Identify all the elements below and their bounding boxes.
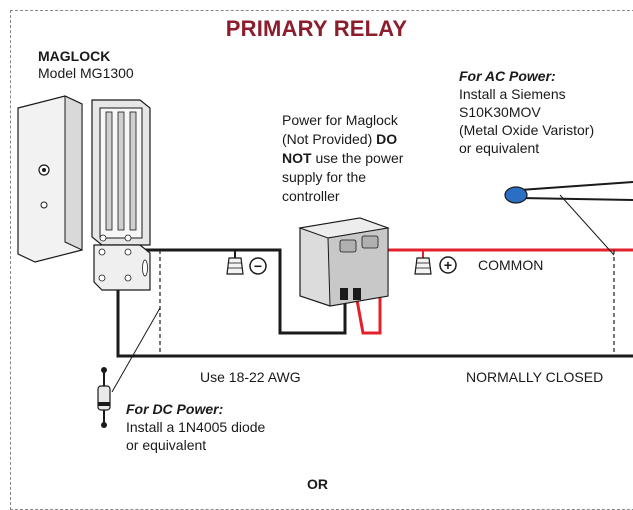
page-title: PRIMARY RELAY xyxy=(225,16,408,41)
power-note-line3: NOT use the power xyxy=(282,150,403,167)
normally-closed-wire xyxy=(116,285,633,358)
minus-symbol: − xyxy=(254,258,262,274)
dc-power-line1: Install a 1N4005 diode xyxy=(126,419,266,435)
dc-power-heading: For DC Power: xyxy=(126,401,224,417)
power-note-line2-text: (Not Provided) xyxy=(282,131,377,147)
diode-component xyxy=(97,367,111,428)
power-note-not: NOT xyxy=(282,150,312,166)
maglock-body xyxy=(17,95,151,291)
power-note-do: DO xyxy=(376,131,398,147)
ac-power-line4: or equivalent xyxy=(459,140,540,156)
wire-nut-positive xyxy=(414,250,432,275)
diode-pointer-line xyxy=(111,307,161,393)
ac-power-line1: Install a Siemens xyxy=(459,86,566,102)
power-note-line3-text: use the power xyxy=(311,150,404,166)
mov-component xyxy=(504,181,633,204)
plus-symbol: + xyxy=(444,257,452,273)
wiring-diagram: − + xyxy=(17,95,633,428)
ac-power-line3: (Metal Oxide Varistor) xyxy=(459,122,595,138)
power-supply-adapter xyxy=(298,217,390,307)
awg-label: Use 18-22 AWG xyxy=(200,369,301,385)
ac-power-line2: S10K30MOV xyxy=(459,104,541,120)
mov-pointer-line xyxy=(559,194,615,256)
common-label: COMMON xyxy=(478,257,544,273)
normally-closed-label: NORMALLY CLOSED xyxy=(466,369,604,385)
maglock-heading: MAGLOCK xyxy=(38,48,111,64)
negative-wire xyxy=(140,248,347,335)
positive-wire xyxy=(355,248,633,335)
wire-nut-negative xyxy=(226,250,244,275)
maglock-model: Model MG1300 xyxy=(38,65,134,81)
power-note-line5: controller xyxy=(282,188,340,204)
minus-circle-icon xyxy=(249,257,267,275)
power-note-line4: supply for the xyxy=(282,169,367,185)
power-note-line2: (Not Provided) DO xyxy=(282,131,397,148)
dc-power-line2: or equivalent xyxy=(126,437,207,453)
ac-power-heading: For AC Power: xyxy=(459,68,556,84)
or-label: OR xyxy=(307,476,328,492)
plus-circle-icon xyxy=(439,256,457,274)
power-note-line1: Power for Maglock xyxy=(282,112,398,128)
